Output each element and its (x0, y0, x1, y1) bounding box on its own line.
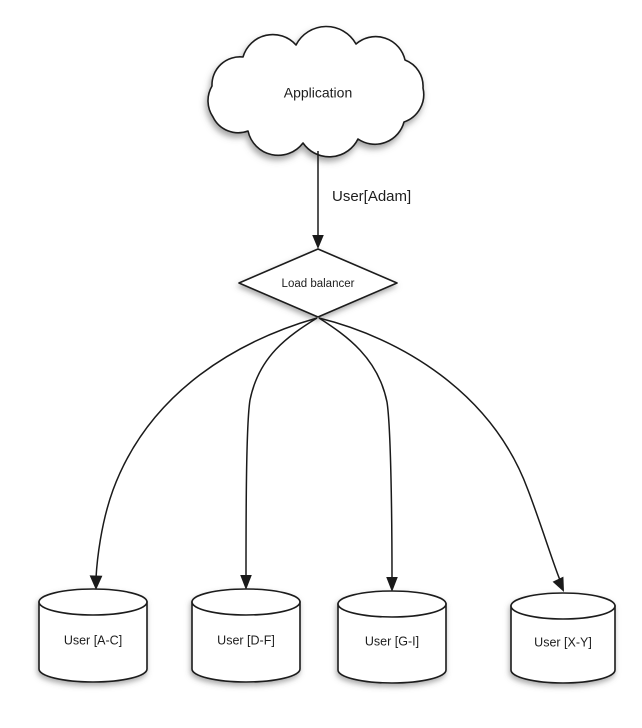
shard-gi-label: User [G-I] (365, 634, 419, 648)
application-label: Application (284, 85, 353, 101)
shard-df-cylinder-top (191, 588, 301, 616)
node-load-balancer[interactable]: Load balancer (238, 248, 398, 318)
edge-lb-gi-arrowhead (386, 577, 398, 592)
edge-lb-df-arrowhead (240, 575, 252, 590)
shard-ac-label: User [A-C] (64, 633, 122, 647)
shard-gi-cylinder-top (337, 590, 447, 618)
edge-lb-to-shard-xy[interactable] (318, 317, 564, 592)
edge-lb-ac-arrowhead (89, 575, 103, 590)
edge-lb-gi-curve (318, 317, 393, 579)
shard-df-label: User [D-F] (217, 633, 275, 647)
shard-xy-label: User [X-Y] (534, 635, 592, 649)
shard-ac-cylinder-body (38, 601, 148, 683)
edge-app-to-load-balancer[interactable]: User[Adam] (312, 151, 411, 249)
shard-xy-cylinder-body (510, 605, 616, 684)
cloud-shape (207, 25, 425, 158)
diamond-shape (238, 248, 398, 318)
edge-lb-to-shard-df[interactable] (240, 317, 318, 590)
shard-xy-cylinder-top (510, 592, 616, 620)
node-shard-df[interactable] (191, 588, 301, 683)
edge-app-lb-label: User[Adam] (332, 188, 411, 205)
shard-df-cylinder-body (191, 601, 301, 683)
node-shard-ac[interactable] (38, 588, 148, 683)
node-application[interactable]: Application (207, 25, 425, 158)
edge-lb-ac-curve (95, 317, 318, 579)
node-shard-gi[interactable] (337, 590, 447, 684)
shard-gi-cylinder-body (337, 603, 447, 684)
edge-lb-xy-curve (318, 317, 561, 581)
edge-lb-df-curve (245, 317, 318, 579)
edge-lb-xy-arrowhead (552, 576, 564, 592)
edge-lb-to-shard-ac[interactable] (89, 317, 318, 590)
shard-ac-cylinder-top (38, 588, 148, 616)
edge-app-lb-arrowhead (312, 235, 324, 249)
node-shard-xy[interactable] (510, 592, 616, 684)
load-balancer-label: Load balancer (282, 278, 355, 290)
edge-lb-to-shard-gi[interactable] (318, 317, 398, 592)
